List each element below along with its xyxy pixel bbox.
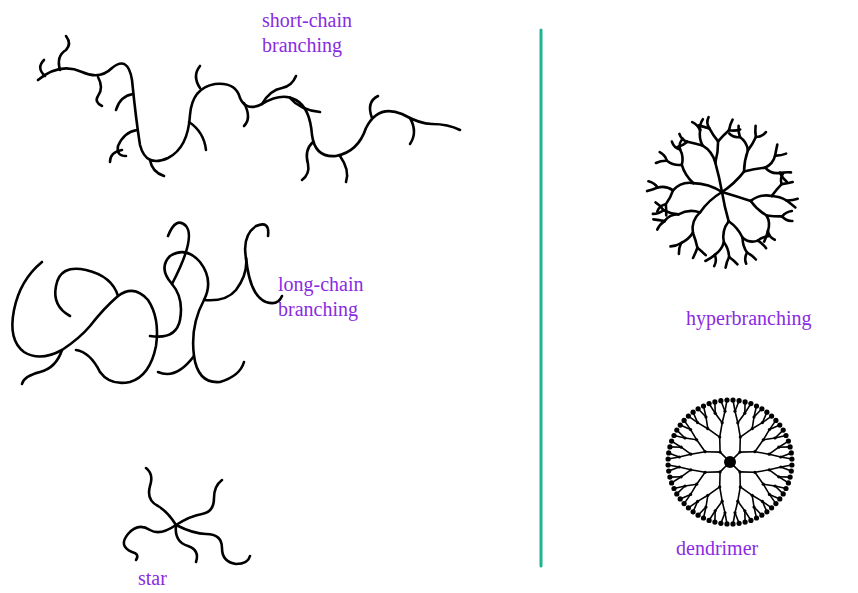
branch-label: long-chain branching [278, 272, 398, 322]
star-label: star [138, 566, 218, 591]
divider-line [540, 30, 543, 566]
dendrimer-label: dendrimer [676, 536, 796, 561]
star-polymer [124, 468, 250, 564]
branch-label: short-chain branching [262, 8, 382, 58]
long-chain-polymer [12, 223, 282, 384]
dendrimer-polymer [666, 398, 795, 527]
hyperbranch-label: hyperbranching [686, 306, 854, 331]
hyperbranched-polymer [647, 117, 798, 267]
short-chain-polymer [38, 36, 460, 182]
